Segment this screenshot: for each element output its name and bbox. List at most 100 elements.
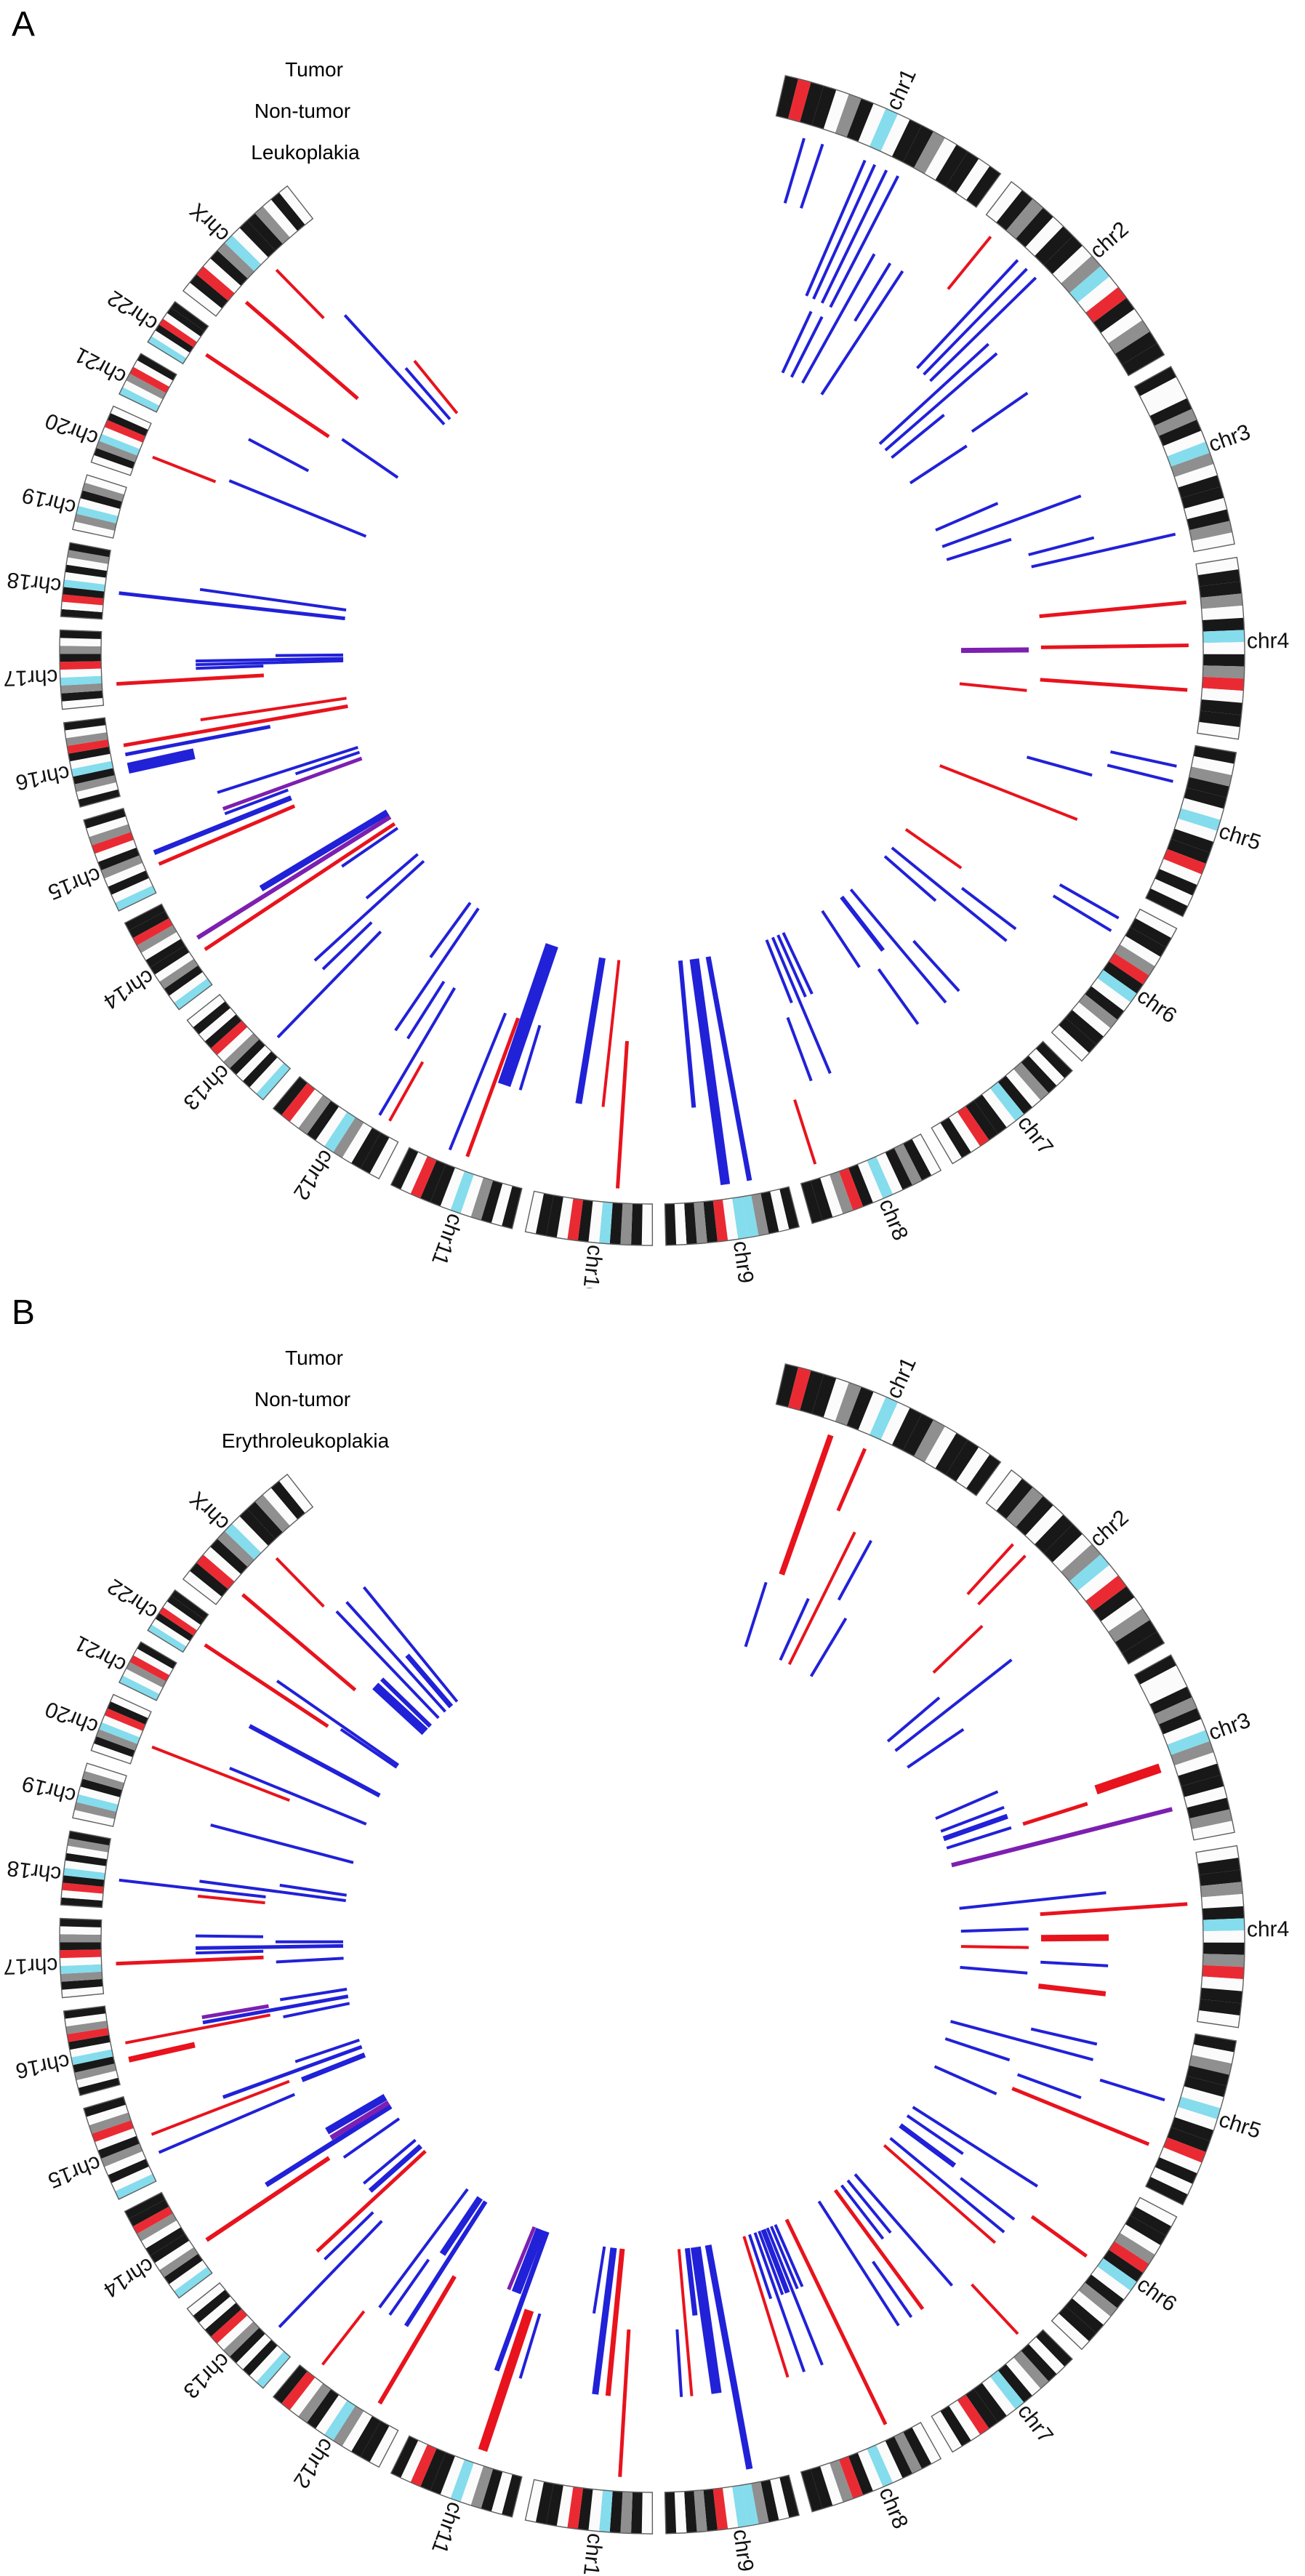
cnv-segment-chr22	[276, 1680, 400, 1767]
cnv-segment-chr9	[677, 2249, 694, 2396]
cnv-segment-chr5	[933, 2065, 997, 2095]
chr13-outline	[186, 2282, 292, 2389]
chr1-band	[891, 1408, 922, 1451]
chr7-band	[973, 2383, 1007, 2423]
chr7-band	[1035, 1041, 1072, 1079]
chr8-band	[830, 2460, 854, 2503]
chr1-band	[956, 1447, 990, 1489]
cnv-segment-chr14	[196, 815, 392, 940]
chr12-band	[369, 1137, 398, 1179]
cnv-segment-chr7	[833, 2188, 925, 2311]
chr12-band	[315, 2394, 348, 2435]
chr20-band	[101, 1715, 143, 1738]
cnv-segment-chr6	[1052, 894, 1112, 932]
chr6-outline	[1051, 908, 1178, 1062]
cnv-segment-chr7	[912, 939, 960, 992]
chr7-band	[949, 1112, 981, 1152]
chr3-band	[1178, 475, 1221, 499]
chr12-band	[281, 2371, 316, 2410]
cnv-segment-chrX	[275, 268, 325, 320]
cnv-segment-chr15	[158, 2093, 295, 2154]
chr3-outline	[1133, 366, 1235, 553]
chr12-band	[324, 1112, 356, 1152]
chr5-band	[1189, 2055, 1232, 2075]
chr2-band	[996, 1478, 1033, 1520]
chr11-outline	[390, 2435, 523, 2518]
cnv-segment-chr17	[196, 665, 264, 670]
chr14-band	[124, 904, 166, 931]
cnv-segment-chr11	[478, 2308, 534, 2452]
cnv-segment-chr2	[929, 276, 1037, 382]
cnv-segment-chr16	[128, 2042, 196, 2063]
chr20-band	[99, 433, 140, 456]
chr7-band	[1021, 1055, 1057, 1094]
chr12-ideogram	[272, 1075, 399, 1180]
chr3-label: chr3	[1205, 1709, 1253, 1746]
chr16-ideogram	[63, 717, 121, 808]
chr15-band	[95, 2128, 137, 2151]
chr3-band	[1163, 430, 1206, 457]
chr2-band	[1108, 320, 1150, 354]
chr19-band	[76, 1794, 119, 1812]
cnv-segment-chrX	[380, 1677, 432, 1728]
chr6-band	[1120, 2224, 1161, 2255]
chr8-band	[800, 2469, 823, 2512]
chrX-band	[217, 1530, 254, 1568]
chr12-band	[351, 2415, 381, 2457]
chr22-band	[155, 324, 194, 353]
cnv-segment-chr6	[899, 2123, 957, 2168]
chrX-label: chrX	[185, 1487, 234, 1536]
chr4-band	[1202, 1965, 1245, 1980]
chr2-band	[1069, 1554, 1110, 1592]
chr8-band	[857, 1160, 883, 1203]
chr9-band	[703, 2489, 718, 2532]
cnv-segment-chr16	[202, 1994, 349, 2025]
cnv-segment-chr1	[779, 1434, 834, 1576]
chr14-band	[154, 2240, 194, 2271]
chr13-band	[242, 1051, 278, 1088]
chr10-band	[567, 1198, 583, 1241]
chr1-band	[811, 1373, 837, 1418]
chr2-band	[1052, 1533, 1092, 1572]
chr18-band	[64, 1860, 107, 1873]
chr18-band	[63, 579, 105, 592]
chr5-band	[1186, 777, 1229, 798]
chr4-band	[1199, 710, 1242, 728]
chr19-band	[80, 1778, 123, 1797]
chr14-band	[154, 952, 194, 982]
chr10-band	[588, 2489, 603, 2532]
cnv-segment-chr5	[1011, 2087, 1150, 2146]
chr10-outline	[524, 2479, 654, 2535]
cnv-segment-chr1	[854, 262, 892, 322]
chr16-band	[63, 2006, 106, 2019]
chr17-band	[60, 1957, 102, 1966]
chr16-band	[78, 789, 121, 808]
cnv-segment-chr14	[329, 2100, 390, 2140]
chr9-band	[684, 1202, 697, 1245]
chr8-band	[903, 2427, 932, 2469]
chr2-band	[1025, 217, 1064, 257]
chr18-band	[66, 557, 108, 571]
cnv-segment-chr5	[939, 764, 1078, 821]
cnv-segment-chr2	[886, 1696, 941, 1743]
chr5-band	[1181, 2086, 1224, 2108]
chr4-band	[1201, 1893, 1244, 1909]
cnv-segment-chr20	[228, 479, 367, 538]
chr22-band	[151, 330, 190, 358]
chr11-band	[430, 2452, 455, 2495]
chr20-band	[110, 1694, 151, 1719]
chr19-band	[74, 513, 117, 531]
cnv-segment-chr12	[403, 2200, 488, 2327]
chr10-band	[631, 1203, 643, 1245]
chr5-band	[1174, 2106, 1218, 2130]
cnv-segment-chr10	[592, 2247, 617, 2395]
cnv-segment-chrX	[413, 360, 459, 414]
chr5-band	[1150, 878, 1193, 907]
cnv-segment-chr1	[820, 270, 904, 396]
cnv-segment-chr6	[906, 2114, 964, 2155]
cnv-segment-chr6	[889, 2137, 1005, 2234]
chr11-band	[401, 2440, 427, 2483]
chr10-band	[577, 1200, 593, 1243]
chr2-band	[1108, 1608, 1150, 1642]
cnv-segment-chr8	[782, 931, 814, 995]
